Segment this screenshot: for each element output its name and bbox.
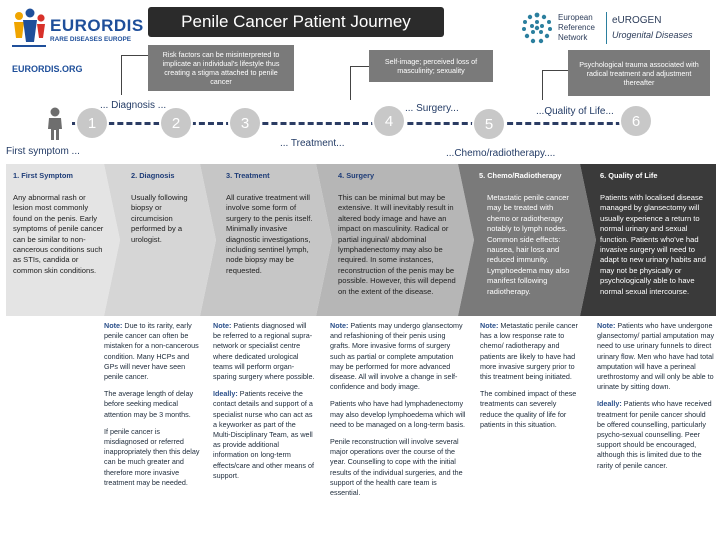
label-chemo: ...Chemo/radiotherapy.... <box>446 148 556 159</box>
step-circle-2: 2 <box>161 108 191 138</box>
label-diagnosis: ... Diagnosis ... <box>100 100 167 111</box>
eurordis-logo: EURORDIS RARE DISEASES EUROPE <box>10 8 143 52</box>
note-text: Patients diagnosed will be referred to a… <box>213 321 315 382</box>
connector-surgery <box>350 66 369 100</box>
eurordis-figures-icon <box>12 8 46 47</box>
note-label: Note: <box>330 321 349 330</box>
stage-body-1: Any abnormal rash or lesion most commonl… <box>13 193 104 275</box>
note-text: Due to its rarity, early penile cancer c… <box>104 321 199 382</box>
ern-divider <box>606 12 607 44</box>
note-para: Note: Patients may undergo glansectomy a… <box>330 321 466 392</box>
label-surgery: ... Surgery... <box>405 103 459 114</box>
notes-diagnosis: Note: Due to its rarity, early penile ca… <box>104 321 200 495</box>
timeline-line <box>72 122 640 125</box>
self-image-note: Self-image; perceived loss of masculinit… <box>369 50 493 82</box>
stage-body-5: Metastatic penile cancer may be treated … <box>487 193 570 296</box>
note-label: Note: <box>597 321 616 330</box>
page-title: Penile Cancer Patient Journey <box>148 7 444 37</box>
chevron-6 <box>580 164 716 316</box>
ern-eurogen-logo: European Reference Network eUROGEN Uroge… <box>520 8 716 48</box>
notes-surgery: Note: Patients may undergo glansectomy a… <box>330 321 466 505</box>
page-title-text: Penile Cancer Patient Journey <box>181 12 411 31</box>
note-para: Penile reconstruction will involve sever… <box>330 437 463 498</box>
stage-title-6: 6. Quality of Life <box>600 171 658 180</box>
eurogen-name: eUROGEN <box>612 15 662 26</box>
person-icon <box>48 107 62 140</box>
label-quality: ...Quality of Life... <box>536 106 614 117</box>
stage-chevron-band <box>6 164 716 316</box>
ern-dots-icon <box>522 12 552 44</box>
risk-factors-note: Risk factors can be misinterpreted to im… <box>148 45 294 91</box>
step-circle-4: 4 <box>374 106 404 136</box>
stage-title-3: 3. Treatment <box>226 171 270 180</box>
ern-line1: European <box>558 13 593 22</box>
label-first-symptom: First symptom ... <box>6 146 80 157</box>
stage-title-5: 5. Chemo/Radiotherapy <box>479 171 562 180</box>
risk-factors-text: Risk factors can be misinterpreted to im… <box>162 50 280 86</box>
stage-title-4: 4. Surgery <box>338 171 375 180</box>
step-number: 3 <box>240 114 250 132</box>
note-text: Patients receive the contact details and… <box>213 389 314 480</box>
stage-title-2: 2. Diagnosis <box>131 171 175 180</box>
ern-line3: Network <box>558 33 588 42</box>
note-para: Note: Metastatic penile cancer has a low… <box>480 321 580 382</box>
ern-line2: Reference <box>558 23 595 32</box>
note-text: Metastatic penile cancer has a low respo… <box>480 321 578 382</box>
note-para: The combined impact of these treatments … <box>480 389 577 429</box>
eurordis-tagline: RARE DISEASES EUROPE <box>50 36 131 43</box>
note-para: The average length of delay before seeki… <box>104 389 194 419</box>
note-para: If penile cancer is misdiagnosed or refe… <box>104 426 200 487</box>
stage-body-6: Patients with localised disease managed … <box>600 193 706 296</box>
note-text: Patients who have received treatment for… <box>597 399 712 470</box>
stage-body-2: Usually following biopsy or circumcision… <box>131 193 188 244</box>
step-number: 2 <box>171 114 181 132</box>
note-para: Note: Patients diagnosed will be referre… <box>213 321 315 382</box>
chevron-3 <box>200 164 332 316</box>
label-treatment: ... Treatment... <box>280 138 345 149</box>
stage-body-3: All curative treatment will involve some… <box>226 193 313 275</box>
chevron-5 <box>458 164 596 316</box>
eurogen-sub: Urogenital Diseases <box>612 30 693 40</box>
note-para: Note: Patients who have undergone glanse… <box>597 321 715 392</box>
note-para: Ideally: Patients who have received trea… <box>597 399 715 470</box>
step-circle-1: 1 <box>77 108 107 138</box>
step-circle-6: 6 <box>621 106 651 136</box>
self-image-text: Self-image; perceived loss of masculinit… <box>384 57 478 75</box>
notes-quality: Note: Patients who have undergone glanse… <box>597 321 715 478</box>
note-text: Patients who have undergone glansectomy/… <box>597 321 715 392</box>
chevron-2 <box>104 164 216 316</box>
trauma-text: Psychological trauma associated with rad… <box>579 59 699 87</box>
note-label: Note: <box>104 321 123 330</box>
chevron-4 <box>316 164 474 316</box>
notes-treatment: Note: Patients diagnosed will be referre… <box>213 321 315 488</box>
trauma-note: Psychological trauma associated with rad… <box>568 50 710 96</box>
note-text: Patients may undergo glansectomy and ref… <box>330 321 463 392</box>
notes-chemo: Note: Metastatic penile cancer has a low… <box>480 321 580 437</box>
ideally-label: Ideally: <box>213 389 238 399</box>
chevron-1 <box>6 164 120 316</box>
note-para: Patients who have had lymphadenectomy ma… <box>330 399 466 429</box>
step-circle-3: 3 <box>230 108 260 138</box>
note-para: Note: Due to its rarity, early penile ca… <box>104 321 200 382</box>
note-label: Note: <box>480 321 499 330</box>
stage-body-4: This can be minimal but may be extensive… <box>338 193 456 296</box>
step-number: 6 <box>631 112 641 130</box>
note-label: Note: <box>213 321 232 330</box>
eurordis-url[interactable]: EURORDIS.ORG <box>12 64 83 74</box>
step-circle-5: 5 <box>474 109 504 139</box>
stage-title-1: 1. First Symptom <box>13 171 73 180</box>
step-number: 5 <box>484 115 494 133</box>
connector-quality <box>542 70 568 100</box>
eurordis-name: EURORDIS <box>50 16 144 35</box>
connector-diagnosis <box>121 55 148 95</box>
note-para: Ideally: Patients receive the contact de… <box>213 389 315 481</box>
step-number: 1 <box>87 114 97 132</box>
ideally-label: Ideally: <box>597 399 622 409</box>
step-number: 4 <box>384 112 394 130</box>
